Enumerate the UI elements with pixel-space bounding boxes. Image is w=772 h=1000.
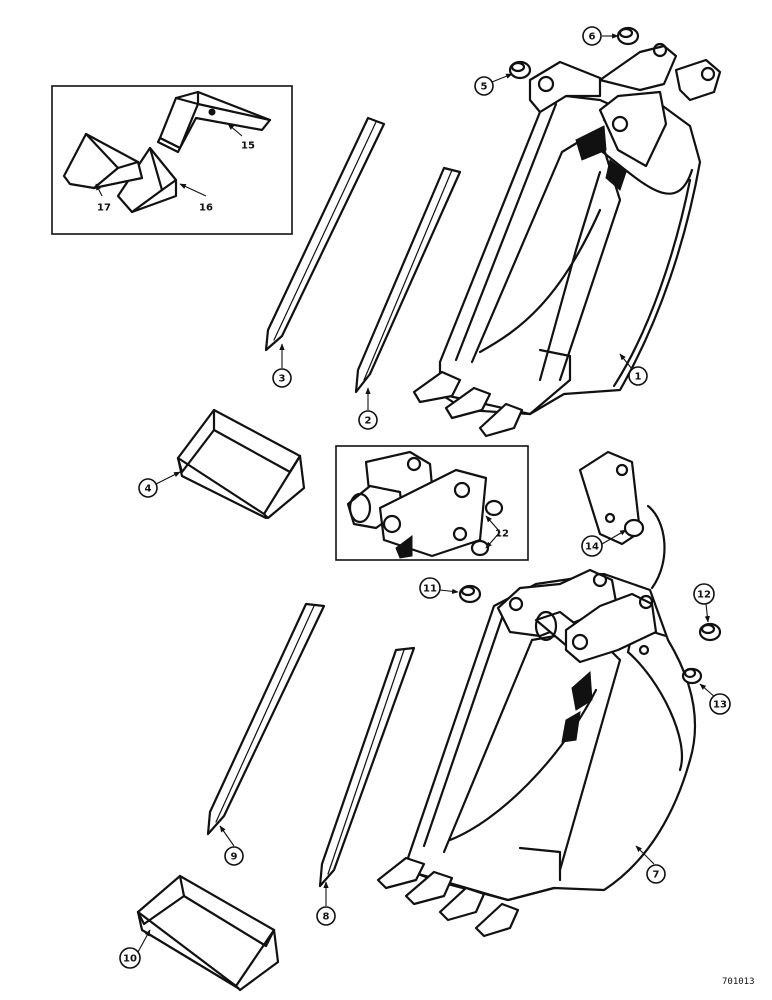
- callout-3: 3: [272, 368, 292, 388]
- callout-16: 16: [199, 203, 213, 214]
- callout-4: 4: [138, 478, 158, 498]
- side-cutter-8: [318, 646, 416, 888]
- callout-17: 17: [97, 203, 111, 214]
- callout-6: 6: [582, 26, 602, 46]
- pin-12: [698, 622, 722, 642]
- wear-pad-4: [176, 408, 306, 520]
- callout-13-label: 13: [713, 700, 727, 711]
- callout-8: 8: [316, 906, 336, 926]
- callout-6-label: 6: [589, 32, 596, 43]
- tooth-17: [62, 132, 144, 190]
- callout-15: 15: [241, 141, 255, 152]
- callout-10-label: 10: [123, 954, 137, 965]
- callout-2-label: 2: [365, 416, 372, 427]
- callout-7-label: 7: [653, 870, 660, 881]
- callout-14-label: 14: [585, 542, 599, 553]
- pin-detail-inset: [335, 445, 529, 561]
- callout-5-label: 5: [481, 82, 488, 93]
- callout-5: 5: [474, 76, 494, 96]
- callout-1-label: 1: [635, 372, 642, 383]
- callout-4-label: 4: [145, 484, 152, 495]
- side-cutter-3: [264, 116, 386, 352]
- callout-12: 12: [693, 583, 715, 605]
- callout-14: 14: [581, 535, 603, 557]
- callout-12-inset-label: 12: [495, 529, 509, 540]
- bucket-narrow-1: [412, 42, 722, 438]
- pin-6: [616, 26, 640, 46]
- side-cutter-9: [206, 602, 326, 836]
- callout-13: 13: [709, 693, 731, 715]
- callout-11-label: 11: [423, 584, 437, 595]
- callout-10: 10: [119, 947, 141, 969]
- reference-code: 701013: [722, 977, 755, 987]
- callout-8-label: 8: [323, 912, 330, 923]
- bucket-wide-7: [376, 568, 697, 938]
- callout-9: 9: [224, 846, 244, 866]
- teeth-inset: [51, 85, 293, 235]
- tooth-16: [116, 146, 178, 214]
- callout-9-label: 9: [231, 852, 238, 863]
- callout-17-label: 17: [97, 203, 111, 214]
- callout-12-inset: 12: [495, 529, 509, 540]
- callout-16-label: 16: [199, 203, 213, 214]
- side-cutter-2: [354, 166, 462, 394]
- wear-pad-10: [136, 874, 280, 992]
- callout-15-label: 15: [241, 141, 255, 152]
- callout-1: 1: [628, 366, 648, 386]
- pin-11: [458, 584, 482, 604]
- tooth-adapter-15: [156, 90, 272, 154]
- pin-5: [508, 60, 532, 80]
- callout-3-label: 3: [279, 374, 286, 385]
- linkage-bracket-14: [578, 450, 666, 590]
- callout-2: 2: [358, 410, 378, 430]
- callout-7: 7: [646, 864, 666, 884]
- pin-13: [681, 667, 703, 685]
- callout-12-label: 12: [697, 590, 711, 601]
- callout-11: 11: [419, 577, 441, 599]
